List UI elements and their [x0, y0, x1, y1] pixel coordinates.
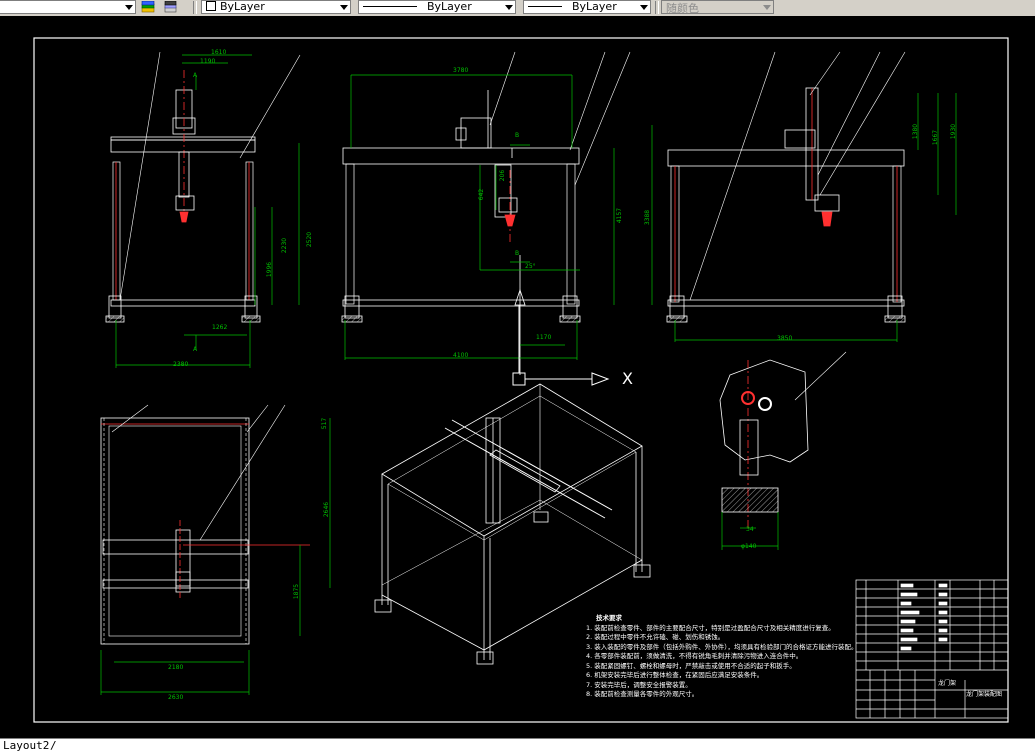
side-dim-3780: 3780 — [453, 67, 469, 74]
side-dim-angle: 25° — [525, 263, 536, 270]
tab-layout2[interactable]: Layout2 — [3, 739, 50, 752]
front-dim-1190: 1190 — [200, 58, 216, 65]
layer-combo-tail[interactable] — [0, 0, 136, 14]
detail-view — [719, 351, 847, 530]
chevron-down-icon — [640, 5, 648, 10]
technical-note-line: 8. 装配前检查测量各零件的外观尺寸。 — [586, 690, 699, 698]
side-section-b-top: B — [515, 132, 520, 139]
title-block-drawing-label: 龙门架装配图 — [966, 691, 1003, 698]
chevron-down-icon — [505, 5, 513, 10]
right-dim-3850: 3850 — [777, 335, 793, 342]
detail-dim-34: 34 — [746, 526, 754, 533]
chevron-down-icon — [763, 5, 771, 10]
side-dim-1170: 1170 — [536, 334, 552, 341]
tab-separator: / — [50, 739, 57, 752]
layer-previous-icon[interactable] — [163, 0, 177, 13]
drawing-canvas[interactable]: 1610 1190 1262 2380 1996 2230 2520 A A 3… — [0, 16, 1035, 738]
top-view-dims — [100, 418, 331, 695]
front-dim-1610: 1610 — [211, 49, 227, 56]
right-dim-1667: 1667 — [932, 129, 940, 146]
right-view-dims — [651, 93, 957, 342]
technical-note-line: 5. 装配紧固螺钉、螺栓和螺母时，严禁敲击或使用不合适的起子和扳手。 — [586, 661, 796, 670]
top-dim-517: 517 — [321, 417, 329, 430]
linetype-combo-value: ByLayer — [427, 0, 472, 13]
lineweight-sample-icon — [528, 6, 562, 7]
front-view-dims — [115, 54, 300, 368]
cad-drawing[interactable] — [0, 16, 1035, 738]
front-dim-2380: 2380 — [173, 361, 189, 368]
technical-notes-heading: 技术要求 — [596, 614, 622, 622]
front-view — [105, 51, 301, 323]
side-view-dims — [344, 74, 615, 360]
side-dim-206: 206 — [499, 169, 507, 182]
technical-note-line: 2. 装配过程中零件不允许磕、碰、划伤和锈蚀。 — [586, 633, 725, 641]
chevron-down-icon — [340, 5, 348, 10]
technical-note-line: 4. 各零部件装配前，须做清洗，不得有锐角毛刺并清除污物进入连合件中。 — [586, 652, 803, 660]
top-dim-2630: 2630 — [168, 694, 184, 701]
right-dim-1380: 1380 — [912, 123, 920, 140]
properties-toolbar: ByLayer ByLayer ByLayer 随颜色 — [0, 0, 1035, 17]
technical-notes: 技术要求 1. 装配前检查零件、部件的主要配合尺寸，特别是过盈配合尺寸及相关精度… — [586, 614, 856, 700]
side-dim-642: 642 — [478, 188, 486, 201]
detail-dim-dia: φ140 — [741, 543, 757, 550]
top-dim-2180: 2180 — [168, 664, 184, 671]
ucs-x-label: X — [622, 369, 633, 388]
front-dim-1262: 1262 — [212, 324, 228, 331]
right-view — [666, 51, 906, 323]
layout-tab-bar: Layout2 / — [0, 738, 1035, 752]
plotstyle-combo[interactable]: 随颜色 — [661, 0, 774, 15]
right-dim-3388: 3388 — [644, 209, 652, 226]
linetype-sample-icon — [363, 6, 417, 7]
technical-note-line: 6. 机架安装完毕后进行整体检查，在紧固后应满足安装条件。 — [586, 671, 764, 679]
technical-note-line: 3. 装入装配的零件及部件（包括外购件、外协件），均须具有检验部门的合格证方能进… — [586, 642, 856, 651]
side-view — [341, 51, 631, 375]
side-dim-4157: 4157 — [616, 207, 624, 224]
front-section-a-bottom: A — [193, 346, 198, 353]
lineweight-combo[interactable]: ByLayer — [523, 0, 651, 14]
right-dim-1930: 1930 — [950, 123, 958, 140]
top-dim-1875: 1875 — [293, 583, 301, 600]
lineweight-combo-value: ByLayer — [572, 0, 617, 13]
color-combo-value: ByLayer — [220, 0, 265, 13]
layer-states-icon[interactable] — [141, 0, 155, 13]
front-dim-2520: 2520 — [306, 231, 314, 248]
front-dim-2230: 2230 — [281, 237, 289, 254]
toolbar-separator — [193, 1, 197, 14]
side-dim-4100: 4100 — [453, 352, 469, 359]
technical-note-line: 7. 安装完毕后，调整安全报警装置。 — [586, 680, 692, 689]
color-combo[interactable]: ByLayer — [201, 0, 351, 14]
linetype-combo[interactable]: ByLayer — [358, 0, 516, 14]
isometric-view — [374, 383, 651, 665]
ucs-icon — [512, 305, 610, 386]
color-swatch-icon — [206, 1, 216, 11]
title-block — [855, 579, 1009, 719]
front-dim-1996: 1996 — [266, 261, 274, 278]
technical-note-line: 1. 装配前检查零件、部件的主要配合尺寸，特别是过盈配合尺寸及相关精度进行复查。 — [586, 623, 835, 632]
toolbar-separator — [655, 1, 659, 14]
sheet-border — [33, 37, 1009, 723]
title-block-drawing-name: 龙门架 — [938, 680, 957, 687]
plotstyle-combo-value: 随颜色 — [666, 2, 699, 15]
top-dim-2646: 2646 — [323, 501, 331, 518]
detail-view-dims — [721, 512, 779, 550]
chevron-down-icon — [125, 5, 133, 10]
top-view — [100, 404, 310, 645]
front-section-a-top: A — [193, 72, 198, 79]
side-section-b-bottom: B — [515, 250, 520, 257]
